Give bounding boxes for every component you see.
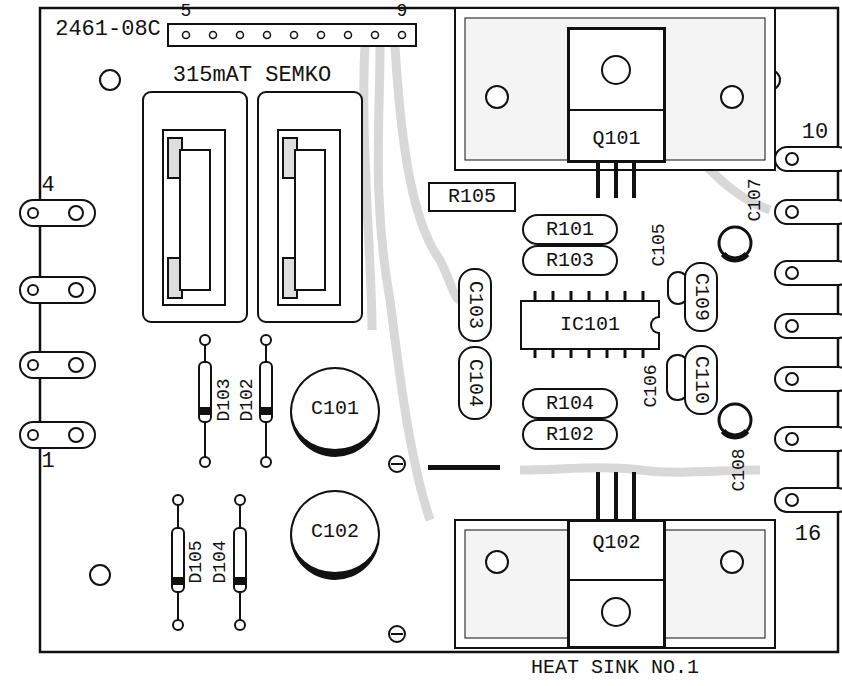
pin-header — [168, 24, 416, 46]
part-name: C110 — [690, 356, 712, 404]
fuse-rating: 315mAT SEMKO — [173, 64, 331, 88]
diode-symbol — [172, 335, 272, 630]
resistor-body: R101 — [522, 214, 618, 245]
part-name: C108 — [730, 448, 750, 491]
electrolytic-capacitor — [719, 227, 751, 436]
heat-sink-label: HEAT SINK NO.1 — [531, 657, 699, 679]
part-name: C105 — [650, 223, 670, 266]
part-name: C106 — [642, 364, 662, 407]
capacitor-body: C103 — [458, 268, 492, 342]
part-name: IC101 — [560, 314, 620, 336]
part-name: R105 — [448, 186, 496, 208]
terminal-number: 4 — [41, 174, 54, 198]
pin-number: 9 — [397, 2, 408, 22]
part-name: R103 — [546, 250, 594, 272]
terminal-number: 16 — [795, 523, 821, 547]
resistor-body: R104 — [522, 388, 618, 419]
heat-sink — [455, 8, 775, 648]
wire-jumper — [428, 465, 500, 470]
ic-package: IC101 — [520, 300, 660, 350]
capacitor-body: C110 — [684, 345, 718, 415]
transistor-body: Q101 — [568, 28, 665, 162]
capacitor-body: C109 — [684, 262, 718, 332]
part-name: D103 — [215, 378, 235, 421]
part-name: C109 — [690, 273, 712, 321]
electrolytic-capacitor: C101 — [290, 367, 380, 457]
part-name: Q102 — [592, 532, 640, 554]
part-name: C107 — [746, 178, 766, 221]
terminal-number: 10 — [802, 121, 828, 145]
fuse-holders — [143, 92, 362, 322]
part-name: D105 — [187, 540, 207, 583]
part-name: C103 — [464, 281, 486, 329]
part-name: R104 — [546, 393, 594, 415]
solder-lugs — [20, 200, 95, 448]
pin-number: 5 — [181, 2, 192, 22]
capacitor-body: C104 — [458, 346, 492, 420]
part-name: C104 — [464, 359, 486, 407]
board-number: 2461-08C — [55, 18, 161, 42]
resistor-box: R105 — [428, 182, 516, 212]
part-name: R101 — [546, 219, 594, 241]
part-name: D102 — [238, 378, 258, 421]
resistor-body: R102 — [522, 419, 618, 450]
resistor-body: R103 — [522, 245, 618, 276]
part-name: Q101 — [592, 128, 640, 150]
transistor-body: Q102 — [568, 520, 665, 648]
polarity-mark — [389, 456, 405, 642]
part-name: C101 — [311, 398, 359, 420]
part-name: D104 — [211, 540, 231, 583]
terminal-number: 1 — [41, 450, 54, 474]
ic-notch — [650, 316, 660, 334]
part-name: R102 — [546, 424, 594, 446]
part-name: C102 — [311, 521, 359, 543]
board-outline — [40, 8, 838, 652]
electrolytic-capacitor: C102 — [290, 490, 380, 580]
solder-lugs — [775, 147, 842, 512]
